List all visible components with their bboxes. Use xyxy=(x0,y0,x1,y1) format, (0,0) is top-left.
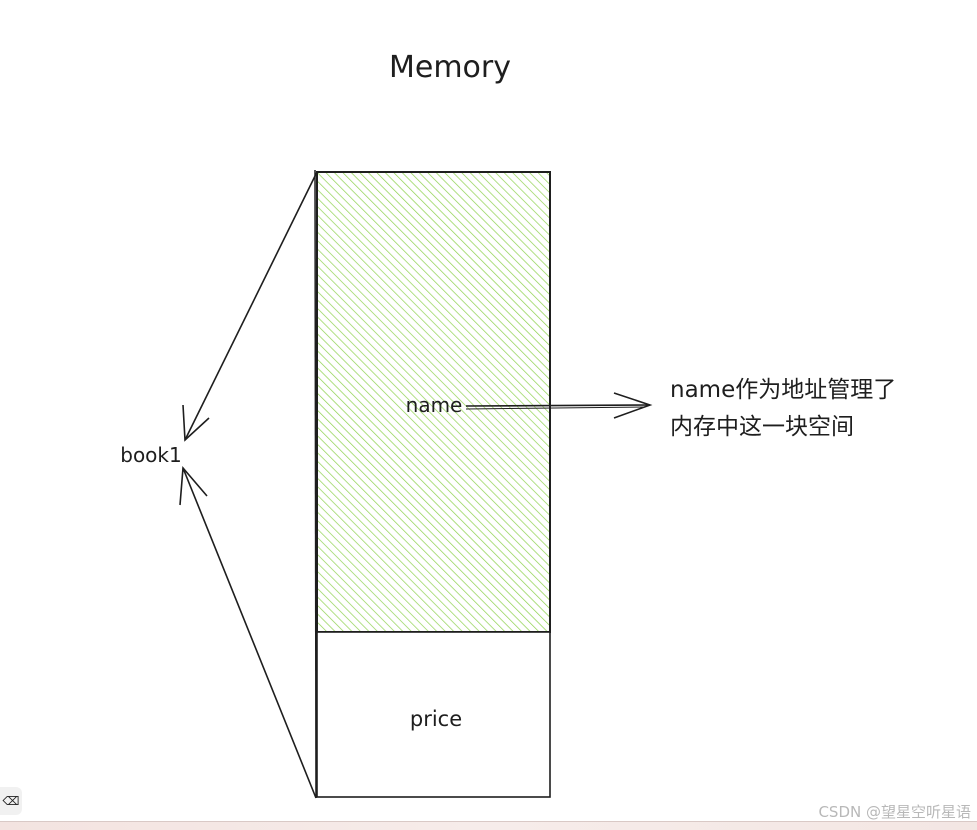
eraser-icon: ⌫ xyxy=(2,794,20,808)
arrow-name-to-note xyxy=(465,392,653,419)
name-memory-block xyxy=(316,171,551,633)
price-block-label: price xyxy=(410,707,462,731)
annotation-line-2: 内存中这一块空间 xyxy=(670,414,854,440)
annotation-line-1: name作为地址管理了 xyxy=(670,377,897,403)
bottom-bar xyxy=(0,821,977,830)
diagram-title: Memory xyxy=(389,50,511,85)
object-label-book1: book1 xyxy=(120,443,181,467)
eraser-tool-button[interactable]: ⌫ xyxy=(0,787,22,815)
price-memory-block xyxy=(316,631,551,798)
arrow-top-to-book1 xyxy=(182,171,318,442)
watermark: CSDN @望星空听星语 xyxy=(818,803,971,821)
name-block-label: name xyxy=(406,393,463,417)
memory-left-edge xyxy=(314,169,317,799)
arrow-bottom-to-book1 xyxy=(179,466,317,799)
annotation-note: name作为地址管理了 内存中这一块空间 xyxy=(670,372,896,446)
